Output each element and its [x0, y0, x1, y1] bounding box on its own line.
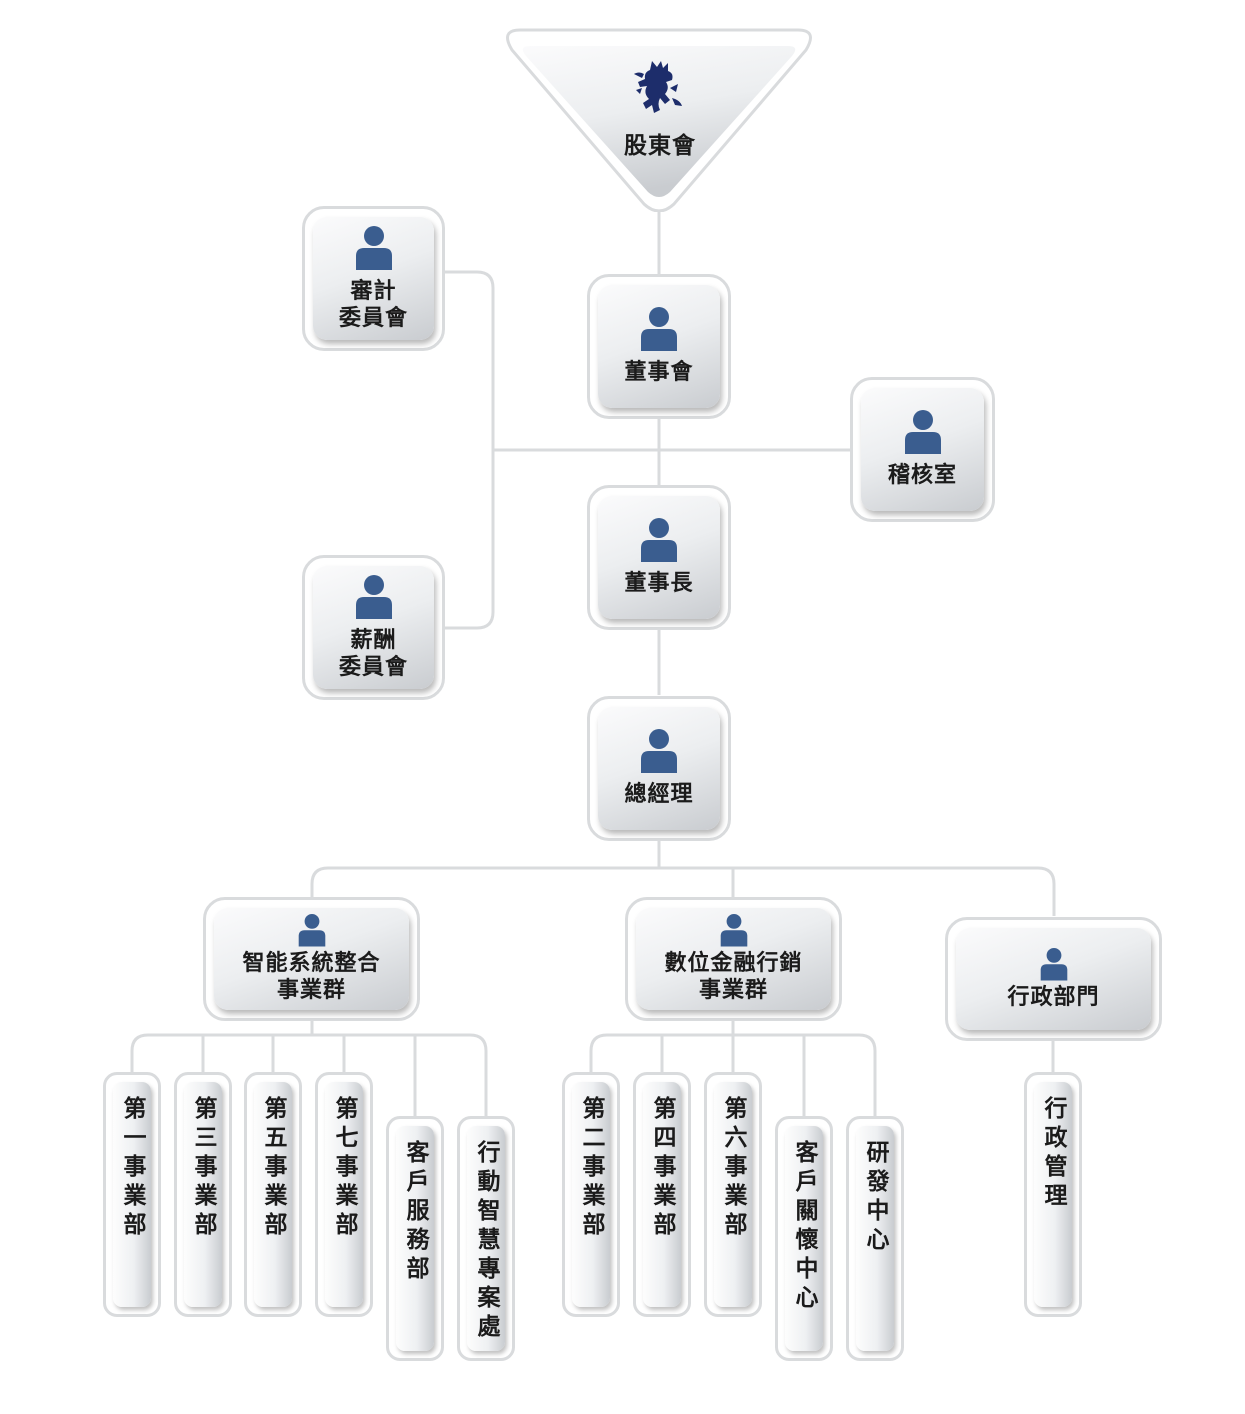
person-icon [355, 574, 392, 619]
person-icon [298, 914, 325, 947]
group-label-1: 智能系統整合 [242, 951, 381, 976]
person-icon [641, 518, 677, 562]
audit-committee-label-2: 委員會 [338, 305, 408, 331]
person-icon [355, 225, 392, 270]
department-label: 行政管理 [1040, 1096, 1066, 1212]
department-label: 第三事業部 [190, 1096, 216, 1241]
department-node: 第七事業部 [315, 1072, 373, 1317]
group-label-1: 數位金融行銷 [664, 951, 803, 976]
department-label: 行動智慧專案處 [473, 1140, 499, 1343]
group-label-2: 事業群 [276, 978, 346, 1003]
general-manager-label: 總經理 [624, 782, 694, 807]
department-label: 第七事業部 [331, 1096, 357, 1241]
department-node: 第二事業部 [562, 1072, 620, 1317]
department-node: 行政管理 [1024, 1072, 1082, 1317]
group-node-administration: 行政部門 [945, 917, 1162, 1041]
department-label: 第二事業部 [578, 1096, 604, 1241]
internal-audit-label: 稽核室 [887, 463, 957, 488]
department-label: 第一事業部 [119, 1096, 145, 1241]
group-node-digital-finance: 數位金融行銷事業群 [625, 897, 842, 1021]
remuneration-committee-node: 薪酬委員會 [302, 555, 445, 700]
person-icon [641, 729, 677, 773]
general-manager-node: 總經理 [587, 696, 731, 841]
department-node: 研發中心 [846, 1116, 904, 1361]
person-icon [720, 914, 747, 947]
group-node-intelligent-systems: 智能系統整合事業群 [203, 897, 420, 1021]
group-label-1: 行政部門 [1007, 984, 1100, 1010]
internal-audit-node: 稽核室 [850, 377, 995, 522]
audit-committee-label-1: 審計 [350, 278, 397, 304]
department-label: 第六事業部 [720, 1096, 746, 1241]
shareholders-node [506, 28, 812, 212]
department-node: 客戶服務部 [386, 1116, 444, 1361]
audit-committee-node: 審計委員會 [302, 206, 445, 351]
department-label: 客戶關懷中心 [791, 1140, 817, 1314]
group-label-2: 事業群 [698, 978, 768, 1003]
lion-logo-icon [634, 61, 682, 113]
chairman-node: 董事長 [587, 485, 731, 630]
remuneration-committee-label-2: 委員會 [338, 654, 408, 680]
department-label: 客戶服務部 [402, 1140, 428, 1285]
department-node: 第三事業部 [174, 1072, 232, 1317]
department-node: 行動智慧專案處 [457, 1116, 515, 1361]
department-label: 第四事業部 [649, 1096, 675, 1241]
remuneration-committee-label-1: 薪酬 [350, 627, 397, 653]
shareholders-label: 股東會 [624, 133, 696, 159]
person-icon [1040, 947, 1067, 981]
department-node: 客戶關懷中心 [775, 1116, 833, 1361]
department-node: 第五事業部 [244, 1072, 302, 1317]
person-icon [641, 307, 677, 351]
department-node: 第一事業部 [103, 1072, 161, 1317]
department-label: 第五事業部 [260, 1096, 286, 1241]
board-node: 董事會 [587, 274, 731, 419]
chairman-label: 董事長 [624, 571, 694, 596]
person-icon [904, 410, 941, 454]
department-label: 研發中心 [862, 1140, 888, 1256]
department-node: 第六事業部 [704, 1072, 762, 1317]
board-label: 董事會 [624, 360, 694, 385]
department-node: 第四事業部 [633, 1072, 691, 1317]
